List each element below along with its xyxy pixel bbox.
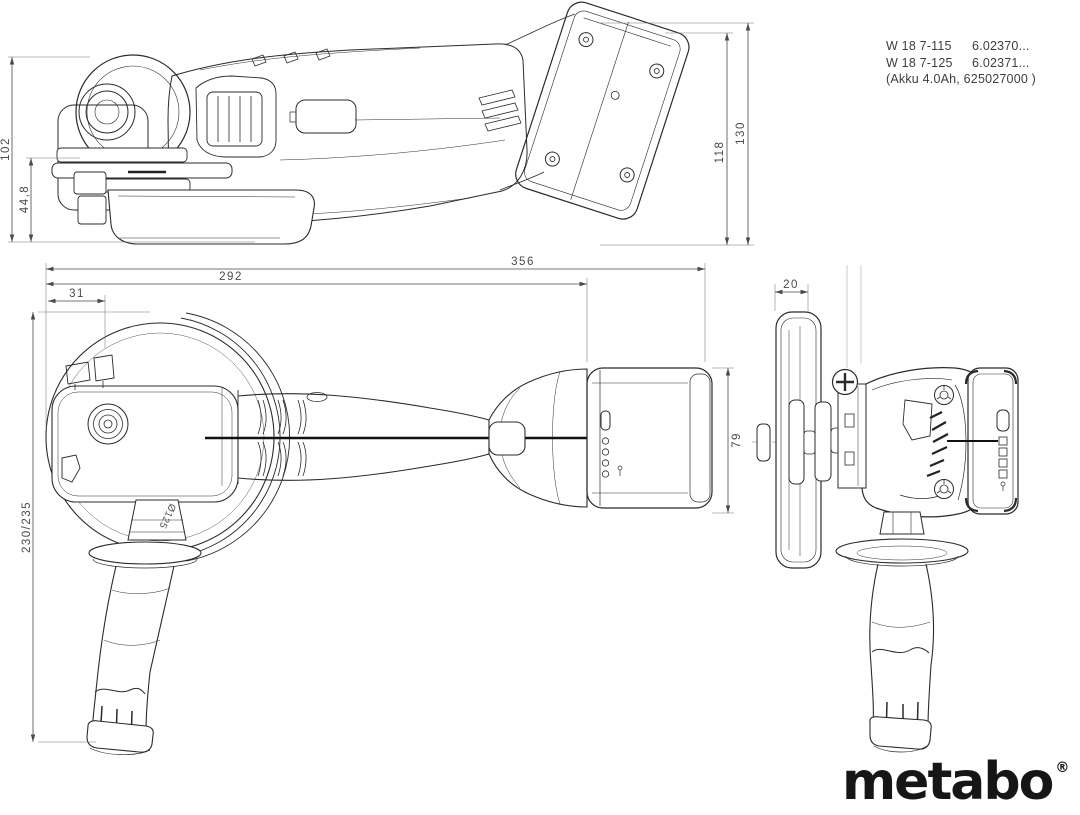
product-row: W 18 7-125 6.02371... <box>886 55 1036 72</box>
dim-head-height: 102 <box>0 137 12 161</box>
dim-disc-to-front: 31 <box>69 288 85 300</box>
product-row: W 18 7-115 6.02370... <box>886 38 1036 55</box>
dim-guard-width: 20 <box>783 279 799 291</box>
side-view <box>51 1 690 245</box>
dim-flange-height: 44,8 <box>19 185 31 213</box>
product-model: W 18 7-125 <box>886 55 953 70</box>
dim-height-span: 230/235 <box>21 501 33 553</box>
top-view <box>45 312 713 755</box>
dim-length-to-battery: 292 <box>219 271 243 283</box>
product-info: W 18 7-115 6.02370... W 18 7-125 6.02371… <box>886 38 1036 88</box>
metabo-wordmark: metabo <box>842 752 1054 812</box>
battery-note: (Akku 4.0Ah, 625027000 ) <box>886 72 1037 86</box>
dim-battery-top-outer: 130 <box>735 121 747 145</box>
product-code: 6.02370... <box>972 39 1030 53</box>
product-model: W 18 7-115 <box>886 39 952 53</box>
registered-trademark-symbol: ® <box>1055 760 1070 776</box>
dimension-lines <box>8 22 809 743</box>
dim-overall-length: 356 <box>511 256 535 268</box>
metabo-logo: metabo® <box>842 752 1070 812</box>
dim-battery-top-inner: 118 <box>714 141 726 164</box>
product-code: 6.02371... <box>972 55 1030 70</box>
dim-battery-width: 79 <box>731 432 743 448</box>
side-view-battery <box>515 1 690 220</box>
rear-view <box>752 265 1019 753</box>
